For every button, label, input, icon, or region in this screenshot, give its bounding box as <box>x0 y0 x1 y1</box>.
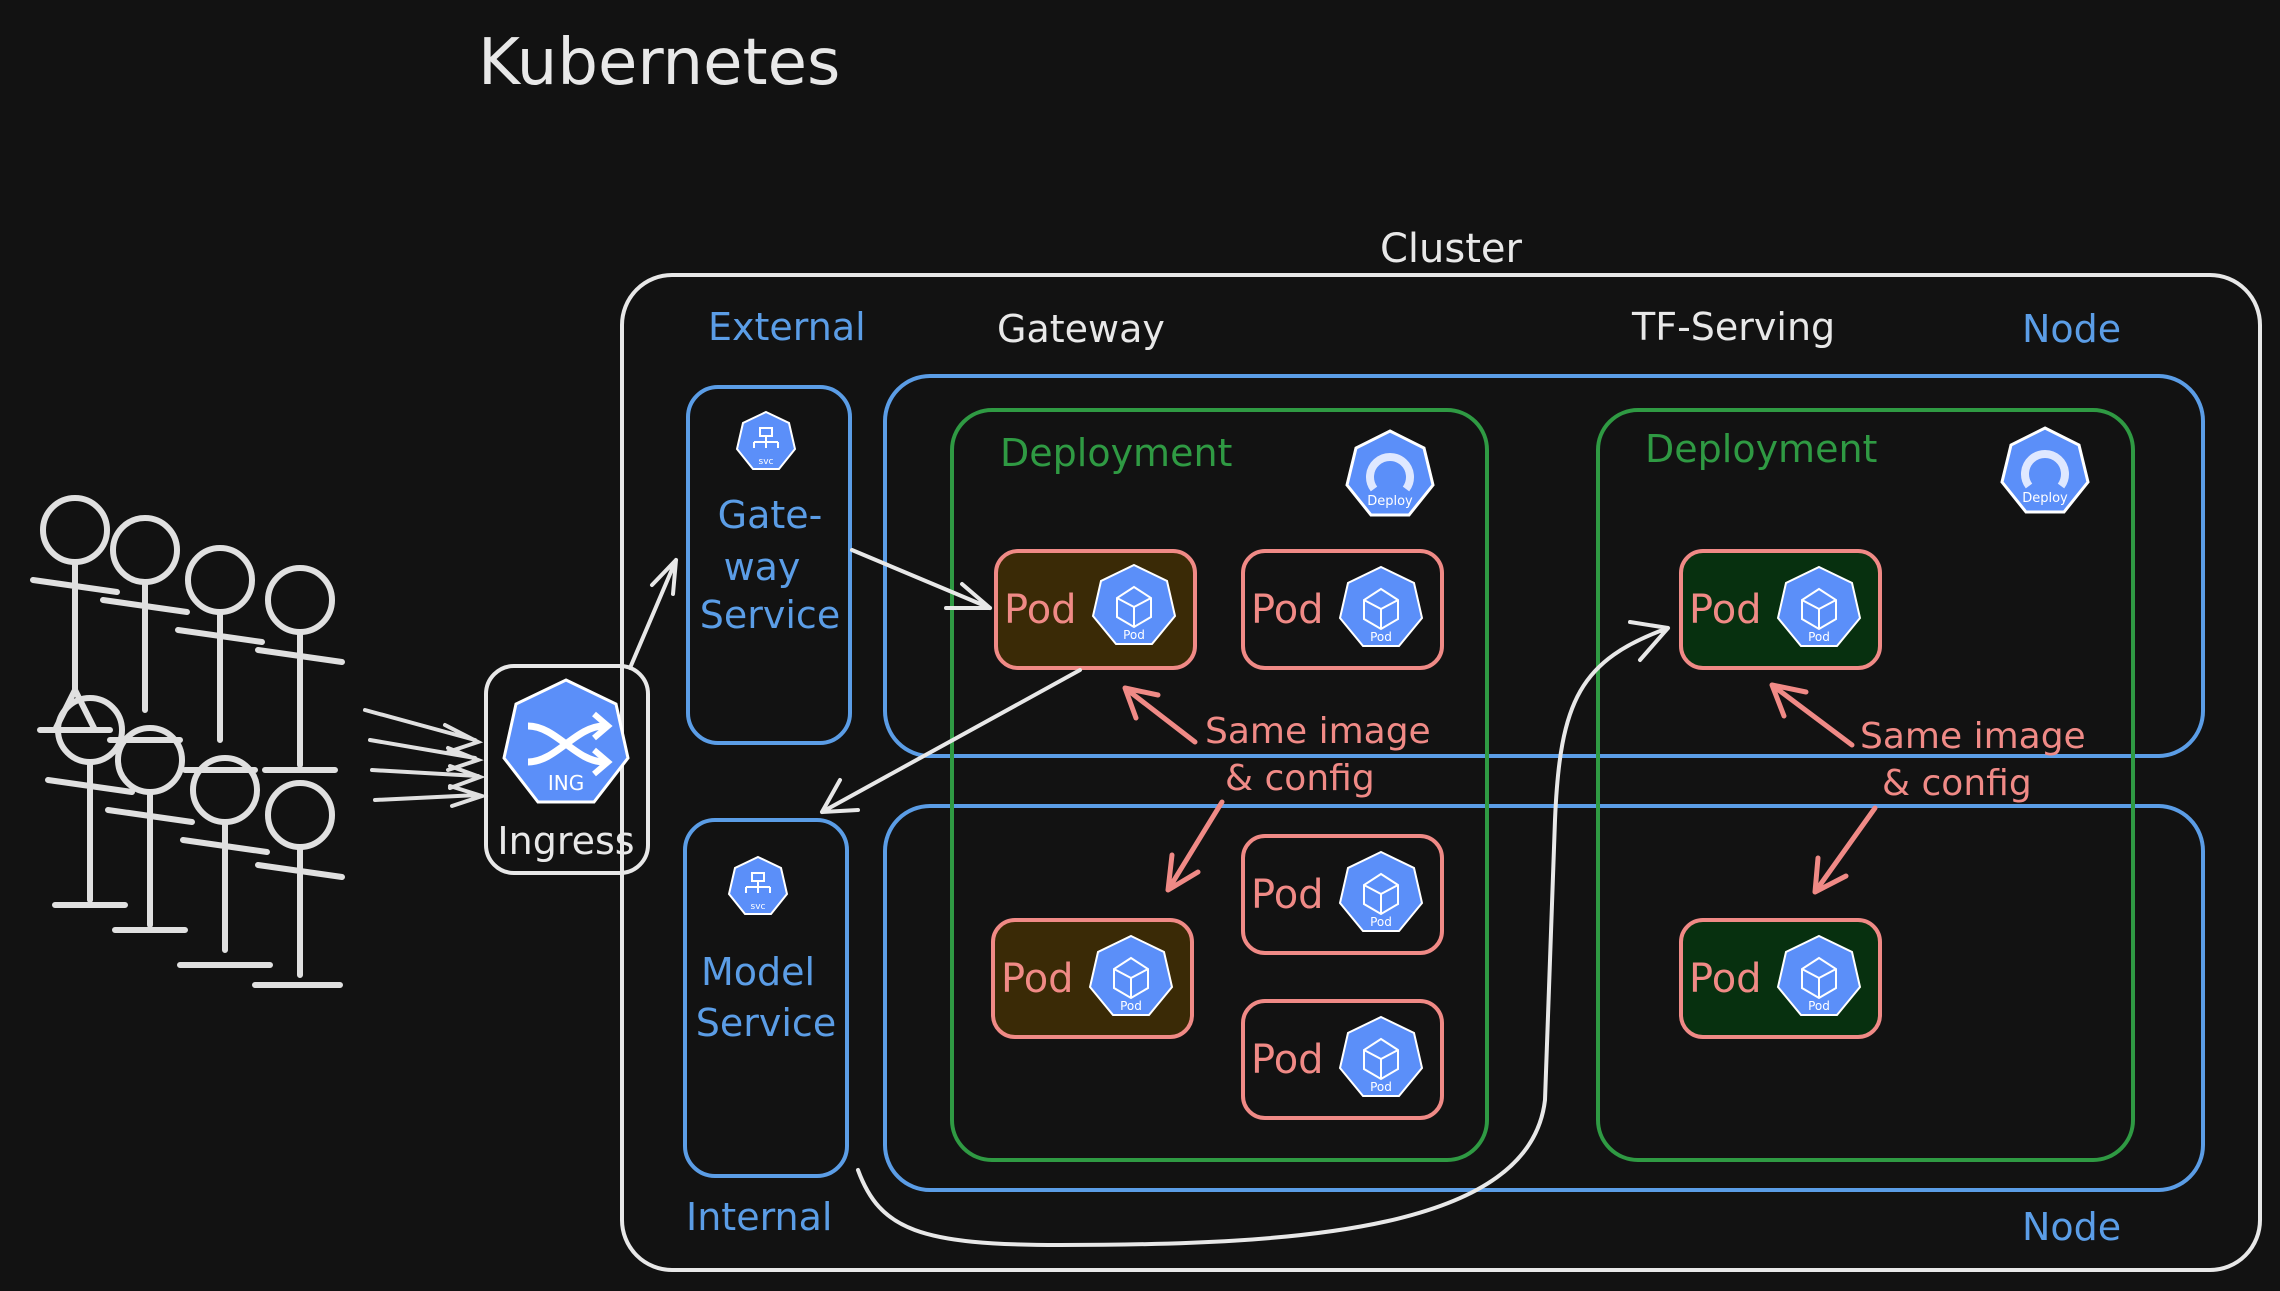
user-figure <box>45 695 135 908</box>
pod-icon: Pod <box>1338 850 1424 932</box>
tf-serving-label: TF-Serving <box>1631 305 1835 349</box>
pod-icon: Pod <box>1338 565 1424 647</box>
node-label-bottom: Node <box>2022 1205 2121 1249</box>
user-figure <box>252 780 345 988</box>
service-icon: svc <box>735 410 797 470</box>
model-service-line-1: Model <box>701 950 815 994</box>
pod: Pod Pod <box>1241 834 1444 955</box>
annotation-arrows <box>1122 682 1878 895</box>
user-figure <box>105 725 195 933</box>
pod-icon-text: Pod <box>1808 630 1830 644</box>
pod: Pod Pod <box>1241 549 1444 670</box>
model-service-line-2: Service <box>696 1001 836 1045</box>
model-service-box <box>683 818 849 1178</box>
pod-icon-text: Pod <box>1808 999 1830 1013</box>
arrow-gateway-service-to-pod <box>850 548 992 610</box>
flow-arrows <box>628 548 1670 1247</box>
deploy-icon: Deploy <box>1345 429 1435 517</box>
pod-icon: Pod <box>1088 934 1174 1016</box>
user-request-arrows <box>363 708 489 808</box>
pod-label: Pod <box>1689 956 1762 1002</box>
gateway-service-box <box>686 385 852 745</box>
node-box-bottom <box>883 804 2205 1192</box>
arrow-to-tf-pod-top <box>1769 682 1855 748</box>
pod: Pod Pod <box>1679 918 1882 1039</box>
deploy-icon: Deploy <box>2000 426 2090 514</box>
pod-icon: Pod <box>1776 565 1862 647</box>
pod-icon: Pod <box>1091 563 1177 645</box>
users-crowd <box>30 495 345 988</box>
ingress-label: Ingress <box>497 819 634 863</box>
gateway-service-line-2: way <box>724 545 801 589</box>
deploy-icon-text: Deploy <box>2022 491 2068 506</box>
pod-icon-text: Pod <box>1123 628 1145 642</box>
pod: Pod Pod <box>1679 549 1882 670</box>
ingress-box <box>484 664 650 875</box>
arrow-model-service-to-tf-pod <box>856 620 1670 1247</box>
arrow-ingress-to-gateway-service <box>628 558 678 670</box>
arrow-to-gateway-pod-bottom <box>1165 799 1225 893</box>
user-figure <box>30 495 120 733</box>
gateway-annotation-line-1: Same image <box>1205 711 1431 752</box>
gateway-annotation-line-2: & config <box>1225 758 1375 799</box>
pod-icon-text: Pod <box>1370 630 1392 644</box>
gateway-service-line-1: Gate- <box>718 493 823 537</box>
ingress-icon: ING <box>502 678 630 804</box>
arrow-pod-to-model-service <box>820 668 1082 814</box>
gateway-deployment-label: Deployment <box>1000 431 1232 475</box>
pod-icon: Pod <box>1338 1015 1424 1097</box>
cluster-label: Cluster <box>1380 226 1523 272</box>
pod-label: Pod <box>1689 587 1762 633</box>
gateway-label: Gateway <box>997 307 1165 351</box>
pod-label: Pod <box>1001 956 1074 1002</box>
pod-icon-text: Pod <box>1370 915 1392 929</box>
tf-annotation-line-1: Same image <box>1860 716 2086 757</box>
service-icon-text: svc <box>751 902 766 912</box>
pod-label: Pod <box>1251 872 1324 918</box>
pod: Pod Pod <box>991 918 1194 1039</box>
user-figure <box>177 755 273 968</box>
pod-icon-text: Pod <box>1120 999 1142 1013</box>
service-icon-text: svc <box>759 457 774 467</box>
pod: Pod Pod <box>1241 999 1444 1120</box>
user-figure <box>100 515 190 743</box>
arrow-to-tf-pod-bottom <box>1812 805 1878 895</box>
pod-label: Pod <box>1251 1037 1324 1083</box>
ingress-icon-text: ING <box>548 771 584 795</box>
user-figure <box>175 545 265 773</box>
pod-label: Pod <box>1251 587 1324 633</box>
pod: Pod Pod <box>994 549 1197 670</box>
internal-label: Internal <box>686 1195 832 1239</box>
pod-icon-text: Pod <box>1370 1080 1392 1094</box>
external-label: External <box>708 305 866 349</box>
tf-serving-deployment-box <box>1596 408 2135 1162</box>
pod-icon: Pod <box>1776 934 1862 1016</box>
arrow-to-gateway-pod-top <box>1122 685 1198 745</box>
cluster-box <box>620 273 2262 1272</box>
node-label-top: Node <box>2022 307 2121 351</box>
tf-annotation-line-2: & config <box>1882 763 2032 804</box>
gateway-deployment-box <box>950 408 1489 1162</box>
user-figure <box>255 565 345 773</box>
diagram-title: Kubernetes <box>478 26 840 100</box>
tf-serving-deployment-label: Deployment <box>1645 427 1877 471</box>
service-icon: svc <box>727 855 789 915</box>
gateway-service-line-3: Service <box>700 593 840 637</box>
deploy-icon-text: Deploy <box>1367 494 1413 509</box>
pod-label: Pod <box>1004 587 1077 633</box>
